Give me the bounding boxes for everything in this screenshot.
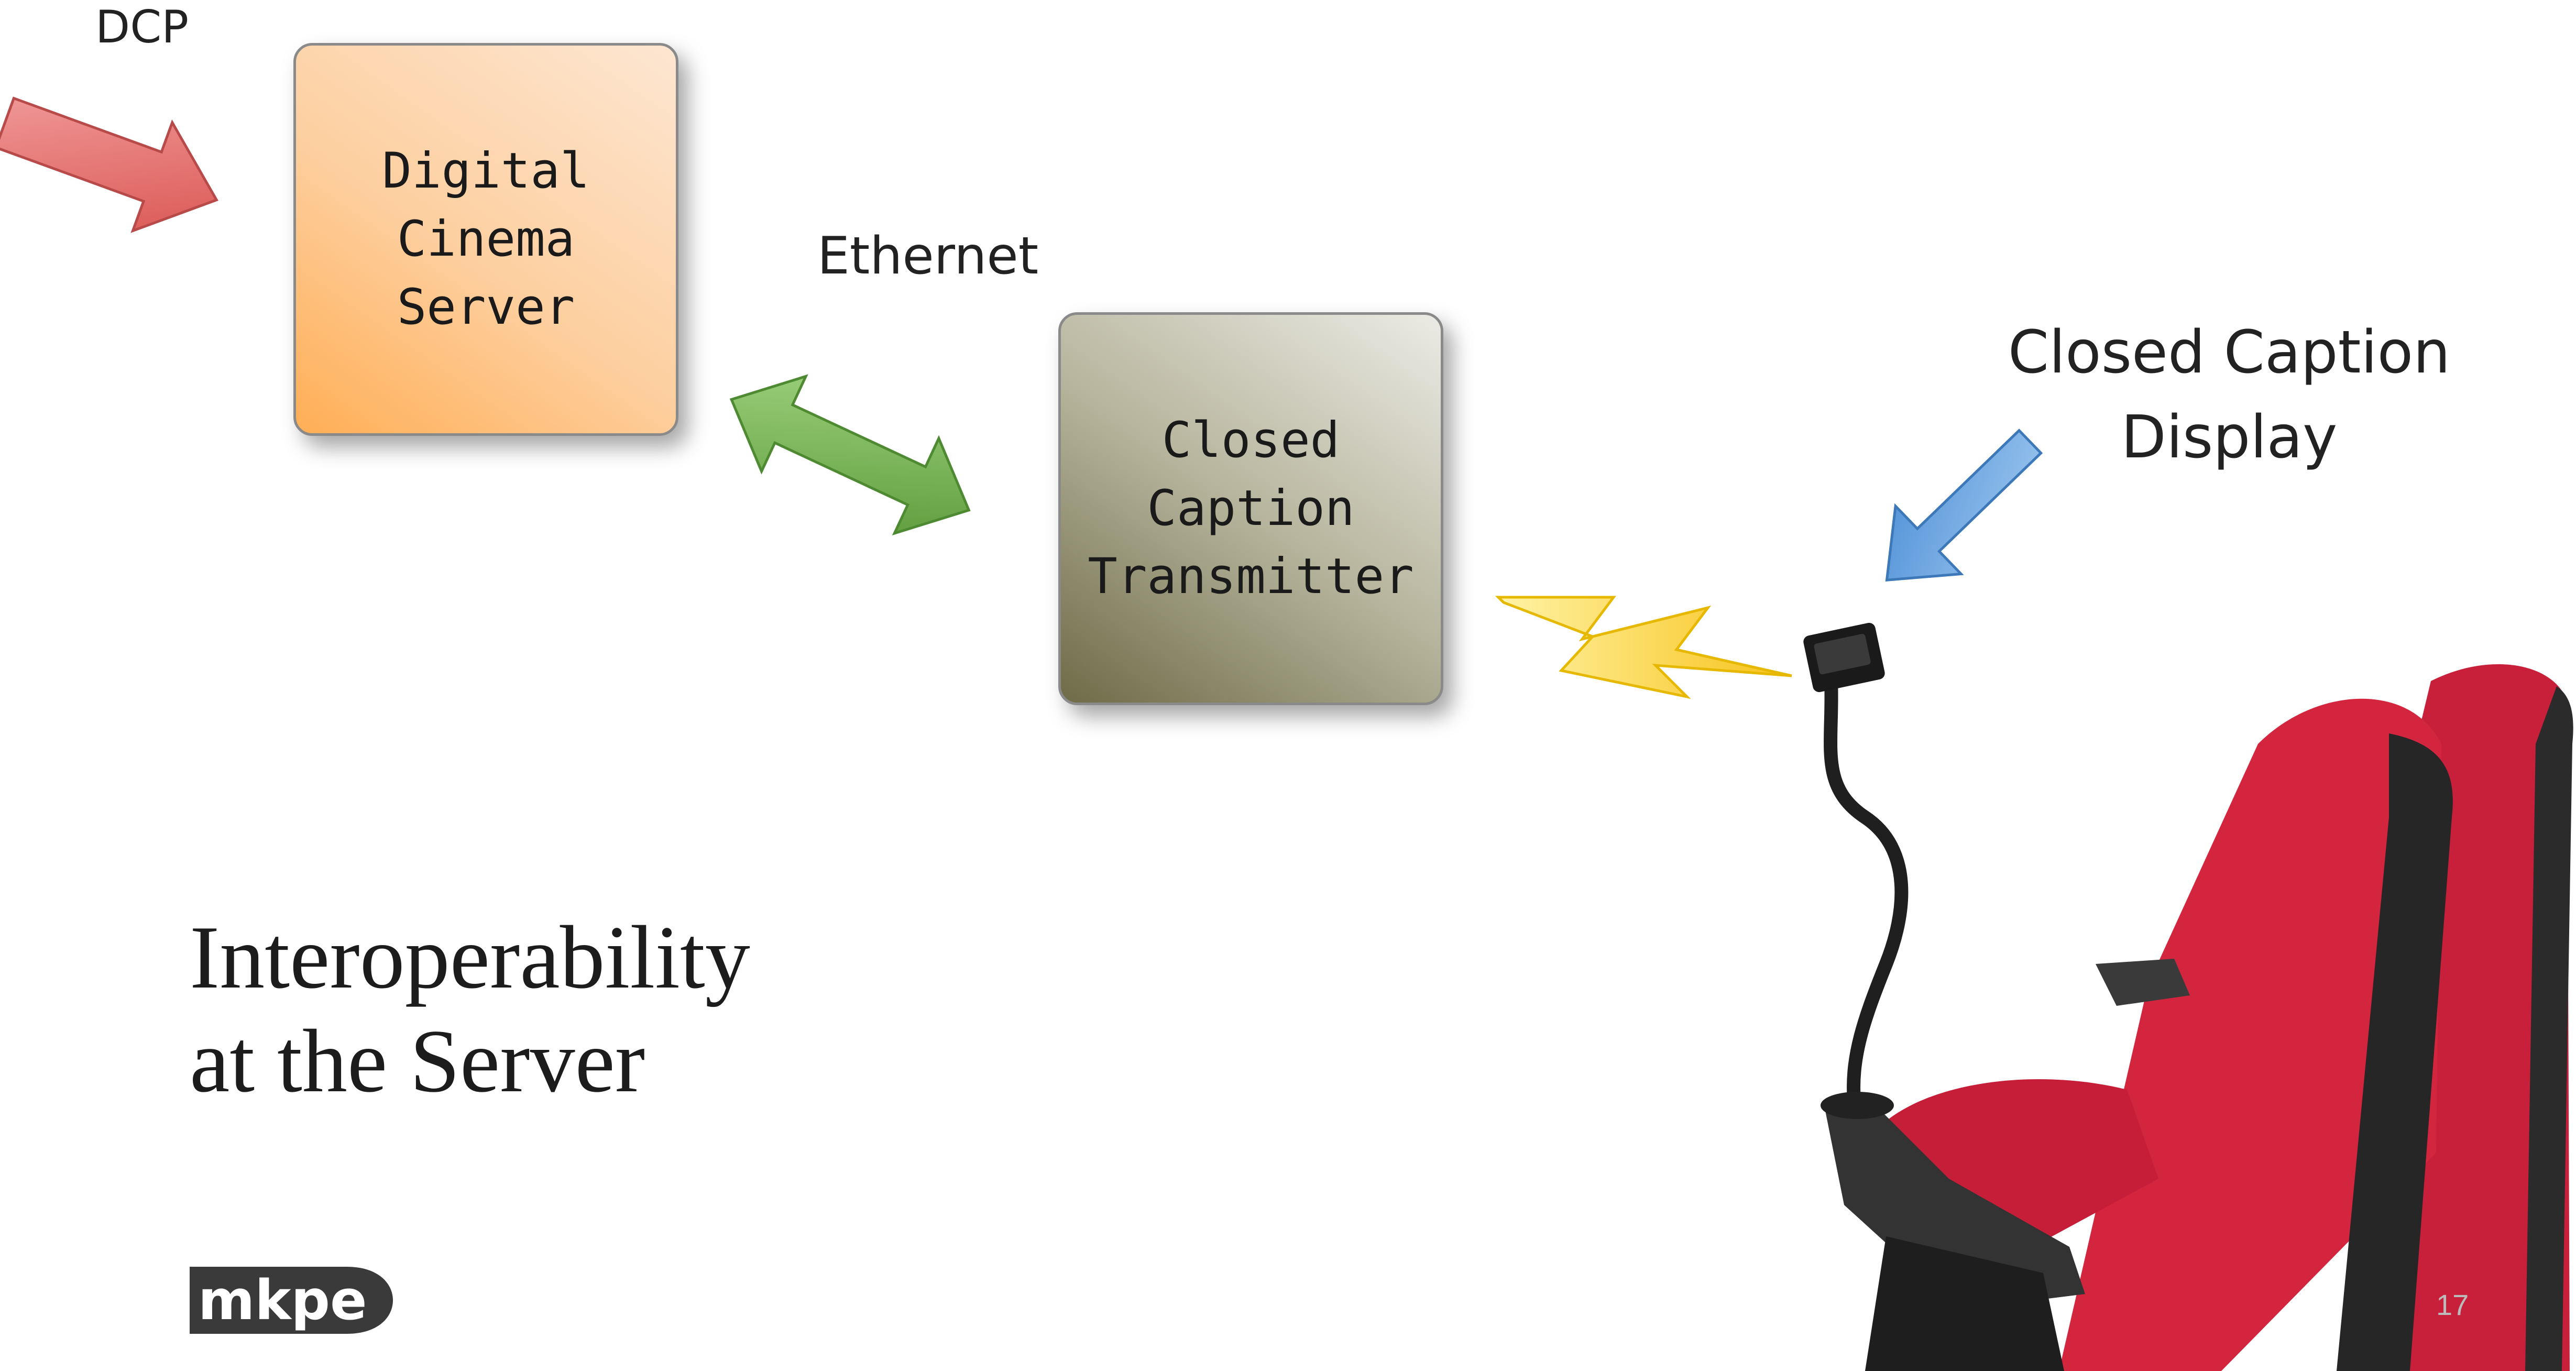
slide-title: Interoperability at the Server <box>190 908 750 1111</box>
closed-caption-transmitter-box: Closed Caption Transmitter <box>1058 312 1443 705</box>
ethernet-label: Ethernet <box>817 226 1039 286</box>
mkpe-logo: mkpe <box>190 1267 393 1334</box>
display-arrow <box>1885 429 2043 582</box>
page-number: 17 <box>2436 1288 2469 1321</box>
wireless-signal-icon <box>1495 596 1792 699</box>
logo-text: mkpe <box>198 1268 367 1332</box>
dcp-arrow <box>0 96 218 233</box>
ethernet-arrow <box>729 374 971 536</box>
cinema-seat-illustration <box>1803 622 2573 1371</box>
closed-caption-display-label: Closed Caption Display <box>2008 319 2451 472</box>
digital-cinema-server-box: Digital Cinema Server <box>293 43 678 436</box>
dcp-label: DCP <box>95 1 189 53</box>
